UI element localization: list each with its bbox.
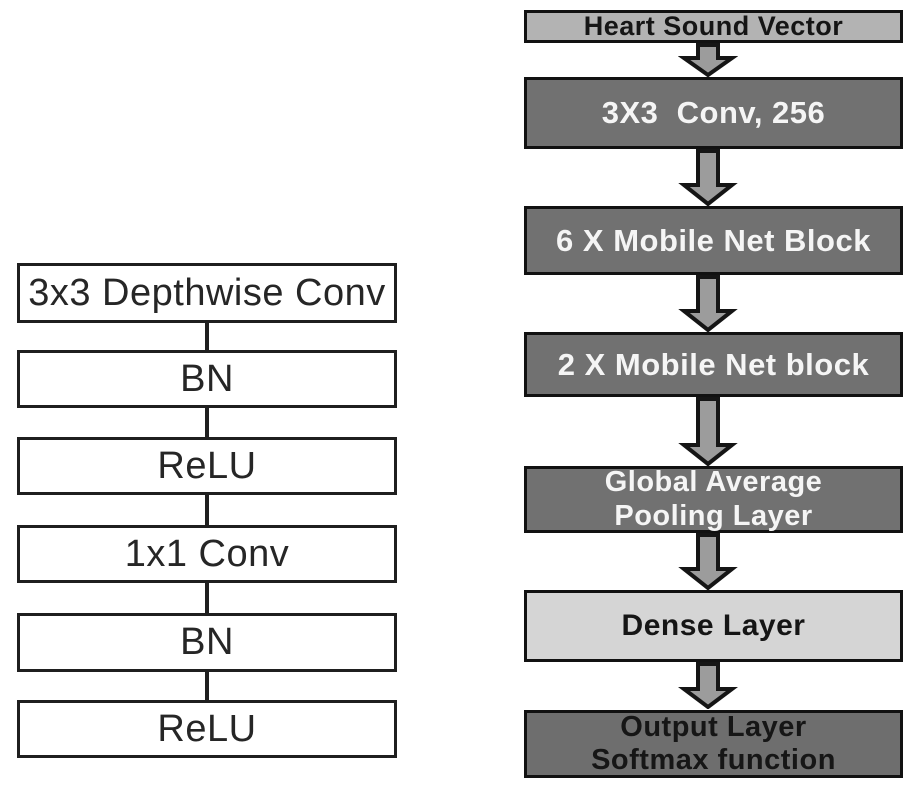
connector-line: [205, 581, 209, 615]
connector-line: [205, 670, 209, 702]
flow-block-3x3-conv-256: 3X3 Conv, 256: [524, 77, 903, 149]
flow-block-dense-layer: Dense Layer: [524, 590, 903, 662]
down-arrow-icon: [678, 43, 738, 77]
down-arrow-icon: [678, 533, 738, 590]
connector-line: [205, 321, 209, 352]
flow-block-output-layer-softmax: Output Layer Softmax function: [524, 710, 903, 778]
down-arrow-icon: [678, 397, 738, 466]
flow-block-heart-sound-vector: Heart Sound Vector: [524, 10, 903, 43]
left-block-bn-1: BN: [17, 350, 397, 408]
left-block-relu-2: ReLU: [17, 700, 397, 758]
down-arrow-icon: [678, 662, 738, 709]
connector-line: [205, 493, 209, 527]
down-arrow-icon: [678, 275, 738, 332]
left-block-depthwise-conv: 3x3 Depthwise Conv: [17, 263, 397, 323]
flow-block-6x-mobilenet-block: 6 X Mobile Net Block: [524, 206, 903, 275]
down-arrow-icon: [678, 149, 738, 206]
flow-block-2x-mobilenet-block: 2 X Mobile Net block: [524, 332, 903, 397]
left-block-1x1-conv: 1x1 Conv: [17, 525, 397, 583]
left-block-bn-2: BN: [17, 613, 397, 672]
left-block-relu-1: ReLU: [17, 437, 397, 495]
flow-block-global-average-pooling: Global Average Pooling Layer: [524, 466, 903, 533]
connector-line: [205, 406, 209, 439]
